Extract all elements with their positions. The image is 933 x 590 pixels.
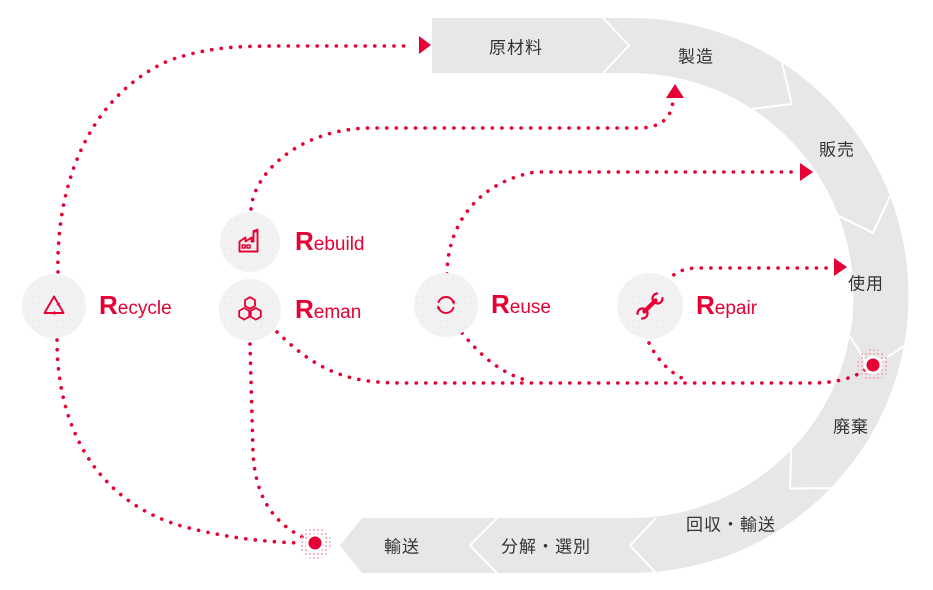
node-label-initial: R (99, 289, 118, 320)
arrowhead-to-manufacturing (666, 84, 684, 98)
node-label-rest: eman (313, 301, 362, 323)
wrench-icon (636, 292, 664, 320)
recycle-icon (43, 295, 65, 316)
connector-reman-to-transport (248, 342, 304, 539)
band-chevron (468, 517, 498, 574)
band-chevron (628, 517, 657, 574)
arrowhead-to-sales (800, 163, 813, 181)
node-circle-reuse (414, 273, 478, 337)
node-label-rest: ecycle (117, 297, 172, 319)
node-label-initial: R (696, 289, 715, 320)
stage-label-manufacturing: 製造 (678, 47, 714, 67)
hexagons-icon (238, 296, 262, 321)
connector-recycle-to-raw-materials (56, 44, 409, 274)
band-chevron (838, 195, 892, 235)
node-label-rest: epair (714, 297, 758, 319)
factory-icon (238, 228, 259, 253)
connector-repair-to-use (659, 266, 832, 291)
stage-label-disposal: 廃棄 (833, 417, 869, 437)
junction-dot-disposal (857, 349, 889, 381)
node-circle-rebuild (220, 212, 280, 272)
band-chevron (788, 450, 831, 490)
connector-return-line-to-disposal (275, 330, 868, 385)
cycle-arrows-icon (437, 296, 455, 314)
node-circle-reman (219, 279, 281, 341)
node-circle-recycle (22, 274, 86, 338)
stage-label-raw-materials: 原材料 (489, 38, 543, 58)
node-label-initial: R (295, 225, 314, 256)
arrowhead-to-use (834, 258, 847, 276)
connector-reuse-to-return-line (460, 331, 528, 382)
band-chevron (752, 62, 793, 110)
stage-label-collection-transport: 回収・輸送 (686, 515, 776, 535)
stage-label-disassembly-sorting: 分解・選別 (501, 537, 591, 557)
stage-label-transport: 輸送 (384, 537, 420, 557)
connector-reuse-to-sales (445, 170, 798, 276)
connector-repair-to-return-line (647, 341, 690, 383)
node-label-rest: ebuild (313, 233, 365, 255)
band-chevron (602, 17, 631, 74)
connector-rebuild-to-manufacturing (249, 98, 675, 211)
stage-label-use: 使用 (848, 274, 884, 294)
node-label-initial: R (491, 288, 510, 319)
node-label-initial: R (295, 293, 314, 324)
arrowhead-to-raw-materials (419, 36, 431, 54)
junction-dot-transport (299, 527, 331, 559)
node-label-rest: euse (509, 296, 551, 318)
connector-recycle-to-transport (55, 338, 303, 545)
stage-label-sales: 販売 (819, 140, 855, 160)
